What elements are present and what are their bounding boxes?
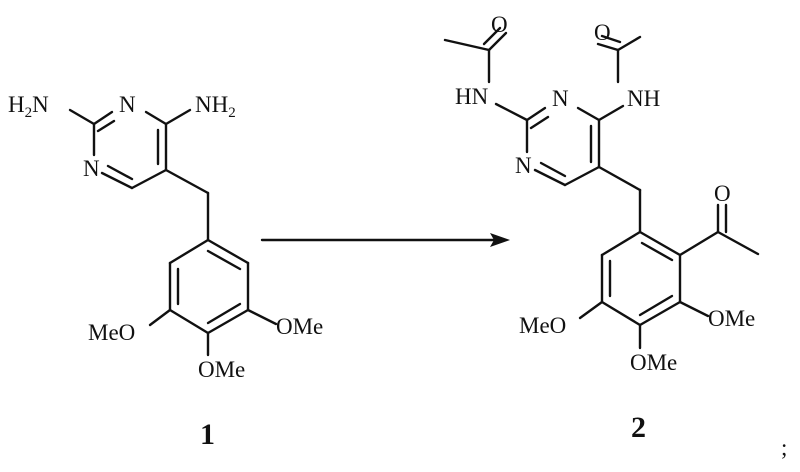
methoxy-right-label: OMe — [276, 314, 323, 339]
amino-right-label: NH2 — [195, 92, 236, 121]
methoxy-right-label-2: OMe — [708, 306, 755, 331]
acetyl-oxygen-right-label: O — [594, 20, 611, 45]
amino-left-label: H2N — [8, 92, 49, 121]
ring-n-left-label-2: N — [515, 153, 532, 178]
trailing-semicolon: ; — [781, 435, 787, 460]
compound-2-number: 2 — [631, 411, 646, 444]
compound-2-structure — [443, 26, 760, 350]
compound-2-labels: O HN N N NH O O MeO OMe OMe 2 — [455, 12, 755, 444]
reaction-arrow — [260, 233, 510, 247]
methoxy-left-label-2: MeO — [519, 313, 566, 338]
methoxy-bottom-label: OMe — [198, 357, 245, 382]
ring-n-top-label: N — [119, 92, 136, 117]
ketone-oxygen-label: O — [714, 181, 731, 206]
methoxy-bottom-label-2: OMe — [630, 350, 677, 375]
compound-1-labels: H2N N N NH2 MeO OMe OMe 1 — [8, 92, 323, 451]
acetyl-oxygen-left-label: O — [491, 12, 508, 37]
compound-1-structure — [68, 108, 278, 357]
ring-n-top-label-2: N — [552, 86, 569, 111]
arrowhead-icon — [490, 233, 510, 247]
compound-1-number: 1 — [200, 418, 215, 451]
nh-left-label: HN — [455, 84, 489, 109]
methoxy-left-label: MeO — [88, 320, 135, 345]
ring-n-left-label: N — [83, 156, 100, 181]
nh-right-label: NH — [627, 86, 660, 111]
